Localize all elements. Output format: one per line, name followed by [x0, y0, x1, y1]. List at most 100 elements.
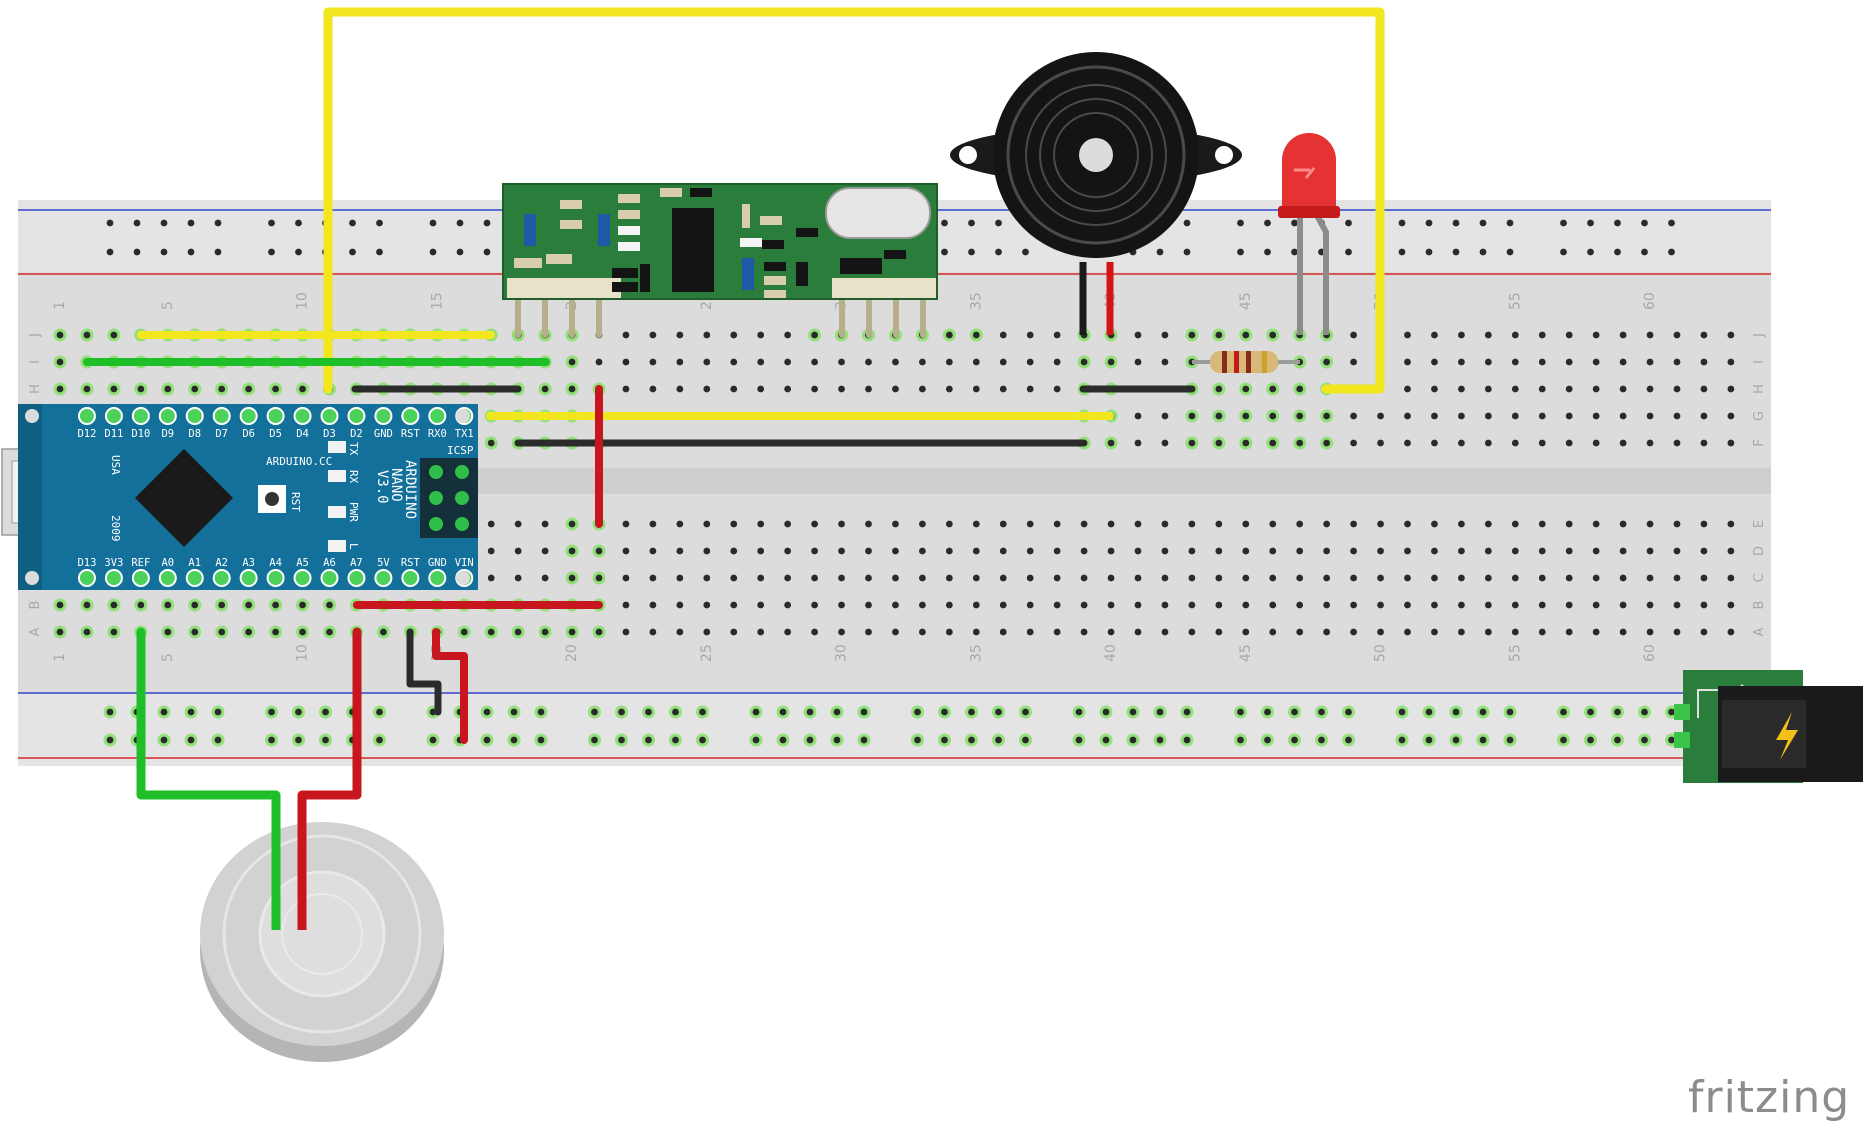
- column-number: 60: [1642, 644, 1658, 662]
- black-wire-to-rail: [406, 628, 442, 716]
- pin-label: GND: [428, 557, 447, 569]
- column-number: 40: [1103, 644, 1119, 662]
- arduino-brand-label: ARDUINO.CC: [266, 455, 332, 468]
- pin-label: D5: [269, 428, 282, 440]
- column-number: 35: [968, 644, 984, 662]
- led-label-l: L: [347, 543, 360, 550]
- icsp-label: ICSP: [447, 444, 474, 457]
- column-number: 50: [1373, 644, 1389, 662]
- pin-header: [104, 569, 123, 587]
- pin-header: [77, 569, 96, 587]
- row-letter: A: [28, 627, 43, 636]
- model-line-1: ARDUINO: [402, 460, 418, 519]
- pin-header: [266, 407, 285, 425]
- red-led: [1278, 133, 1340, 335]
- led-label-pwr: PWR: [347, 502, 360, 522]
- pin-label: A1: [188, 557, 201, 569]
- arduino-nano: ARDUINO.CC ICSP USA 2009 RST TX RX PWR L…: [1, 404, 478, 590]
- pin-label: A2: [215, 557, 228, 569]
- row-letter: I: [28, 360, 43, 364]
- column-number: 20: [564, 644, 580, 662]
- pin-header: [158, 569, 177, 587]
- column-number: 45: [1238, 292, 1254, 310]
- column-number: 1: [52, 301, 68, 310]
- pin-label: D10: [131, 428, 150, 440]
- column-number: 30: [834, 644, 850, 662]
- piezo-buzzer: [950, 52, 1242, 335]
- pin-label: D9: [161, 428, 174, 440]
- dc-power-jack: [1674, 670, 1863, 783]
- pin-label: REF: [131, 557, 150, 569]
- pin-label: A5: [296, 557, 309, 569]
- pin-label: A4: [269, 557, 282, 569]
- row-letter: D: [1752, 546, 1767, 556]
- row-letter: F: [1752, 439, 1767, 446]
- pin-header: [239, 569, 258, 587]
- pin-label: VIN: [455, 557, 474, 569]
- row-letter: J: [1752, 333, 1767, 338]
- column-number: 55: [1507, 644, 1523, 662]
- pin-label: D13: [77, 557, 96, 569]
- pin-header: [374, 569, 393, 587]
- led-label-tx: TX: [347, 442, 360, 456]
- row-letter: C: [1752, 573, 1767, 582]
- pin-label: D4: [296, 428, 309, 440]
- piezo-disc-sensor: [200, 795, 444, 1062]
- pin-header: [293, 569, 312, 587]
- pin-label: D12: [77, 428, 96, 440]
- pin-label: A3: [242, 557, 255, 569]
- row-letter: H: [1752, 384, 1767, 394]
- pin-header: [239, 407, 258, 425]
- pin-label: RST: [401, 428, 421, 440]
- pin-header: [131, 569, 150, 587]
- row-letter: B: [28, 601, 43, 610]
- column-number: 45: [1238, 644, 1254, 662]
- pin-header: [347, 407, 366, 425]
- pin-header: [347, 569, 366, 587]
- row-letter: A: [1752, 627, 1767, 636]
- pin-label: D8: [188, 428, 201, 440]
- row-letter: H: [28, 384, 43, 394]
- pin-label: D2: [350, 428, 363, 440]
- pin-label: D3: [323, 428, 336, 440]
- pin-header: [104, 407, 123, 425]
- pin-header: [293, 407, 312, 425]
- power-bolt-icon: [1776, 712, 1798, 760]
- column-number: 5: [160, 301, 176, 310]
- pin-header: [320, 569, 339, 587]
- column-number: 10: [295, 292, 311, 310]
- led-label-rx: RX: [347, 470, 360, 484]
- pin-label: D6: [242, 428, 255, 440]
- pin-label: GND: [374, 428, 393, 440]
- row-letter: G: [1752, 411, 1767, 421]
- pin-header: [428, 569, 447, 587]
- pin-header: [212, 407, 231, 425]
- pin-label: 5V: [377, 557, 390, 569]
- pin-header: [374, 407, 393, 425]
- pin-label: TX1: [455, 428, 474, 440]
- yellow-wire-loop: [323, 7, 1385, 394]
- pin-header: [320, 407, 339, 425]
- pin-label: 3V3: [104, 557, 123, 569]
- fritzing-logo: fritzing: [1688, 1072, 1851, 1123]
- arduino-year-label: 2009: [109, 515, 122, 542]
- pin-header: [401, 407, 420, 425]
- rst-label: RST: [289, 492, 302, 512]
- column-number: 15: [429, 292, 445, 310]
- model-line-2: NANO: [388, 468, 404, 502]
- model-line-3: V3.0: [374, 470, 390, 504]
- pin-label: RST: [401, 557, 421, 569]
- pin-header: [185, 569, 204, 587]
- red-wire-to-rail: [432, 628, 468, 744]
- pin-header: [428, 407, 447, 425]
- column-number: 5: [160, 653, 176, 662]
- row-letter: I: [1752, 360, 1767, 364]
- pin-label: D11: [104, 428, 123, 440]
- rf-receiver-module: [502, 183, 938, 338]
- column-number: 1: [52, 653, 68, 662]
- pin-header: [401, 569, 420, 587]
- pin-label: A7: [350, 557, 363, 569]
- pin-label: D7: [215, 428, 228, 440]
